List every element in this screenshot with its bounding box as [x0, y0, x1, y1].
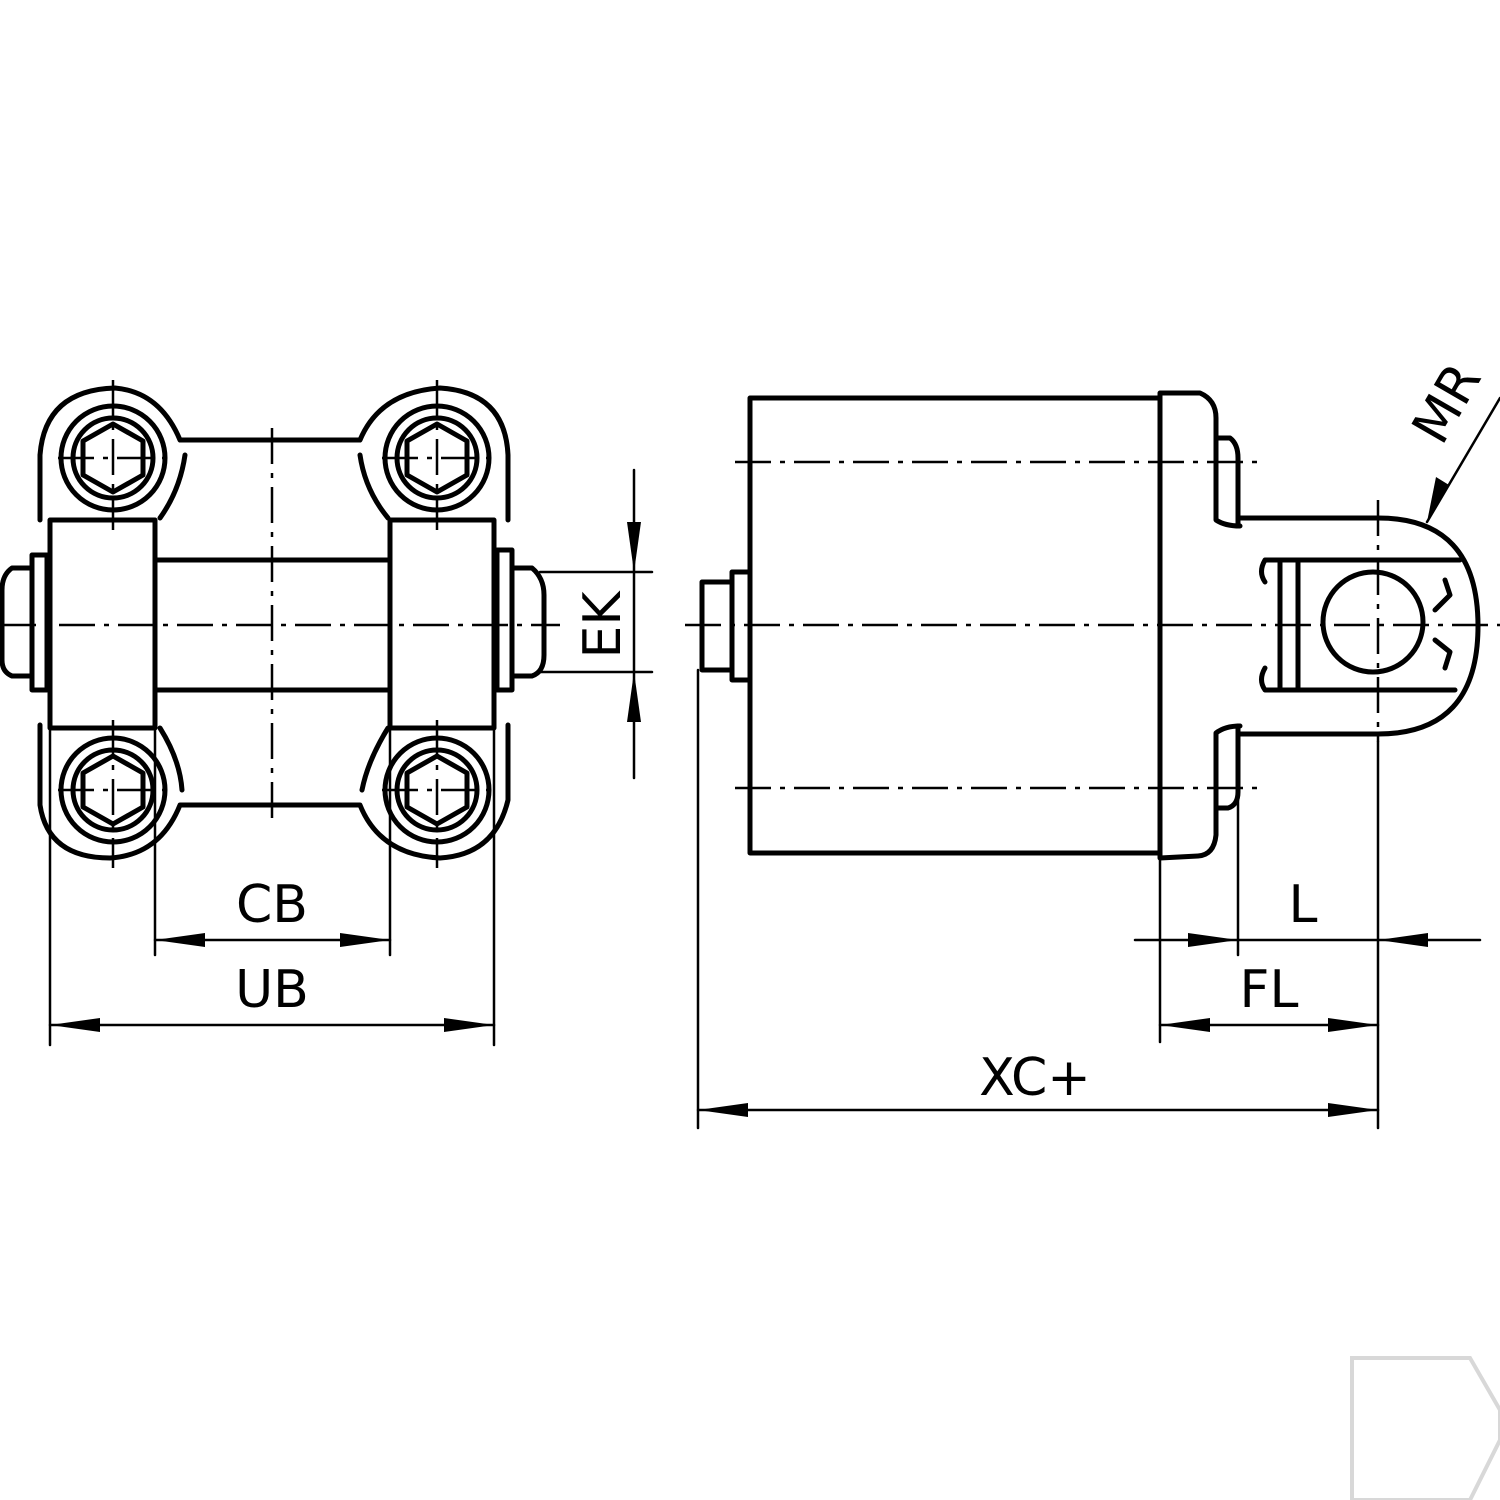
bolt-bottom-left: [58, 720, 168, 868]
end-view-body-outline: [37, 385, 511, 861]
label-cb: CB: [236, 875, 308, 935]
end-view: CB UB EK: [0, 380, 654, 1047]
dimension-cb: CB: [153, 726, 392, 957]
dimension-ek: EK: [538, 468, 654, 780]
label-fl: FL: [1240, 960, 1299, 1020]
bolt-bottom-right: [382, 720, 492, 868]
mounting-flange: [1157, 390, 1243, 861]
dimension-l: L: [1133, 732, 1482, 1130]
side-view: MR L FL XC+: [685, 353, 1500, 1130]
end-view-right-plate: [494, 547, 515, 693]
clevis-inner-detail: [1432, 577, 1453, 671]
end-view-right-pin-end: [509, 565, 547, 679]
label-xc: XC+: [979, 1048, 1091, 1108]
dimension-ub: UB: [48, 726, 496, 1047]
bolt-top-right: [382, 380, 492, 530]
label-l: L: [1289, 875, 1318, 935]
label-ek: EK: [573, 590, 633, 659]
end-view-left-pin-end: [0, 565, 35, 679]
end-view-left-plate: [29, 552, 50, 693]
bolt-top-left: [58, 380, 168, 530]
dimension-xc: XC+: [696, 668, 1380, 1130]
clevis-pin-hole: [1320, 569, 1426, 675]
brand-logo-watermark: [1350, 1356, 1500, 1500]
dimension-fl: FL: [1158, 856, 1380, 1044]
end-view-waist-top: [157, 452, 391, 521]
end-view-waist-bottom: [157, 725, 391, 793]
dimension-mr: MR: [1401, 353, 1500, 524]
flange-step-top: [1213, 435, 1241, 529]
flange-step-bottom: [1213, 723, 1241, 811]
label-ub: UB: [235, 960, 309, 1020]
label-mr: MR: [1401, 353, 1493, 453]
